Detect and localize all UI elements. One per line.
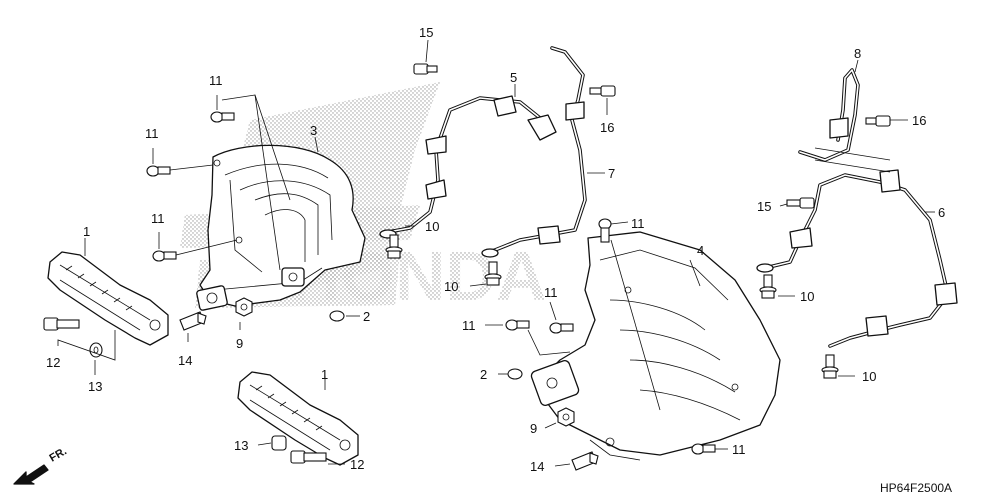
- callout-9: 9: [236, 336, 243, 351]
- bolt-11d: [598, 218, 612, 243]
- callout-4: 4: [697, 243, 704, 258]
- leader-lines: [57, 39, 935, 467]
- front-direction-indicator: FR.: [13, 445, 69, 485]
- callout-10: 10: [800, 289, 814, 304]
- callout-1: 1: [83, 224, 90, 239]
- callout-12: 12: [350, 457, 364, 472]
- flange-bolt-10d: [821, 354, 839, 379]
- footpeg-lower: [237, 371, 359, 466]
- callout-13: 13: [234, 438, 248, 453]
- callout-10: 10: [444, 279, 458, 294]
- callout-16: 16: [912, 113, 926, 128]
- clip-14b: [571, 451, 599, 471]
- callout-2: 2: [480, 367, 487, 382]
- callout-10: 10: [425, 219, 439, 234]
- callout-14: 14: [530, 459, 544, 474]
- flange-bolt-16a: [589, 85, 616, 97]
- guard-pipe-front: [798, 68, 891, 173]
- flange-bolt-16b: [865, 115, 891, 127]
- bolt-11e: [505, 319, 530, 331]
- callout-1: 1: [321, 367, 328, 382]
- callout-14: 14: [178, 353, 192, 368]
- guard-pipe-right: [756, 169, 958, 348]
- callout-8: 8: [854, 46, 861, 61]
- callout-13: 13: [88, 379, 102, 394]
- mud-guard-left: [196, 144, 366, 311]
- callout-11: 11: [151, 211, 165, 226]
- clip-14a: [179, 311, 207, 331]
- callout-2: 2: [363, 309, 370, 324]
- callout-16: 16: [600, 120, 614, 135]
- callout-9: 9: [530, 421, 537, 436]
- nut-9a: [235, 297, 253, 317]
- callout-labels: 1 1 2 2 3 4 5 6 7 8 9 9 10 10 10 10 11 1…: [46, 25, 945, 474]
- hardware: [43, 63, 891, 471]
- callout-3: 3: [310, 123, 317, 138]
- washer-13a: [89, 342, 103, 358]
- flange-bolt-10b: [484, 261, 502, 286]
- bolt-11a: [210, 111, 235, 123]
- flange-bolt-10c: [759, 274, 777, 299]
- mud-guard-right: [530, 231, 781, 461]
- bolt-12b: [290, 450, 327, 464]
- guard-pipe-upper: [379, 95, 557, 239]
- drawing-code: HP64F2500A: [880, 481, 952, 495]
- callout-6: 6: [938, 205, 945, 220]
- bolt-12a: [43, 317, 80, 331]
- callout-10: 10: [862, 369, 876, 384]
- flange-bolt-10a: [385, 234, 403, 259]
- callout-11: 11: [209, 73, 223, 88]
- bolt-11g: [691, 443, 716, 455]
- callout-12: 12: [46, 355, 60, 370]
- callout-11: 11: [462, 318, 476, 333]
- guard-pipe-rear: [481, 46, 587, 258]
- collar-13b: [271, 435, 287, 451]
- callout-7: 7: [608, 166, 615, 181]
- bolt-11b: [146, 165, 171, 177]
- footpeg-left-upper: [47, 251, 169, 346]
- callout-11: 11: [732, 442, 746, 457]
- nut-9b: [557, 407, 575, 427]
- callout-11: 11: [145, 126, 159, 141]
- callout-11: 11: [544, 285, 558, 300]
- flange-bolt-15b: [786, 197, 815, 209]
- direction-label: FR.: [48, 445, 69, 464]
- flange-bolt-15a: [413, 63, 438, 75]
- callout-15: 15: [419, 25, 433, 40]
- bolt-2a: [329, 310, 345, 322]
- callout-11: 11: [631, 216, 645, 231]
- bolt-2b: [507, 368, 523, 380]
- callout-15: 15: [757, 199, 771, 214]
- bolt-11c: [152, 250, 177, 262]
- bolt-11f: [549, 322, 574, 334]
- callout-5: 5: [510, 70, 517, 85]
